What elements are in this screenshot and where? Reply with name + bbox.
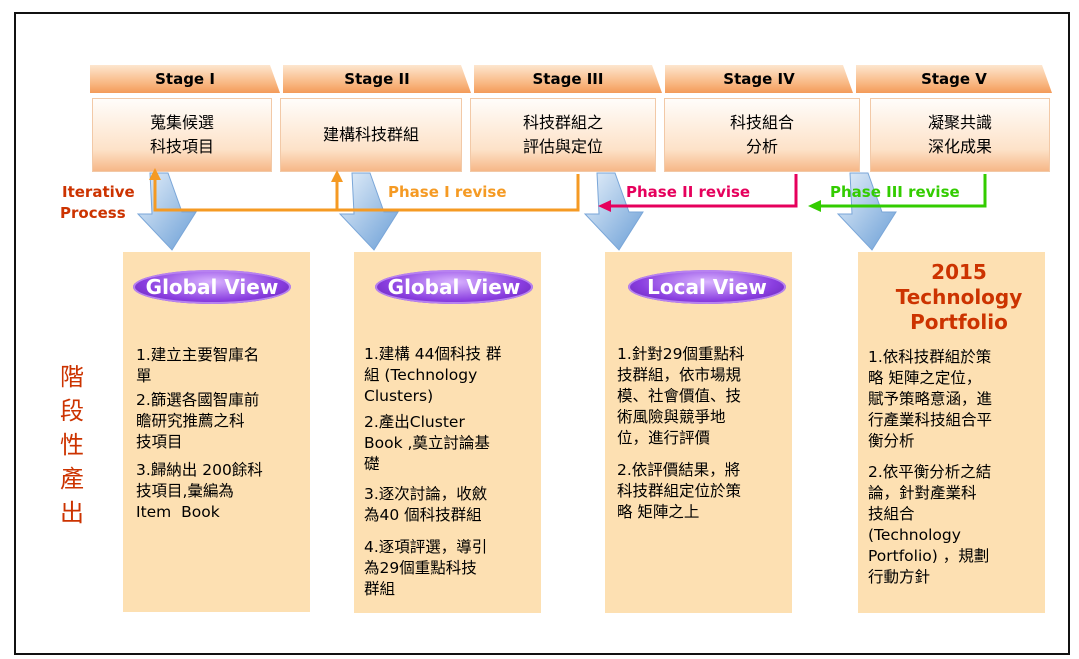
stage-2-line1: 建構科技群組: [322, 125, 419, 144]
phase2-connector: [610, 174, 798, 208]
item-text: 產出Cluster Book ,奠立討論基 礎: [364, 413, 490, 473]
item-text: 依評價結果，將 科技群組定位於策 略 矩陣之上: [617, 461, 742, 521]
item-text: 逐項評選，導引 為29個重點科技 群組: [364, 538, 488, 598]
panel2-item-4: 4.逐項評選，導引 為29個重點科技 群組: [364, 537, 487, 600]
panel-stage-2: [354, 252, 541, 613]
panel2-item-2: 2.產出Cluster Book ,奠立討論基 礎: [364, 412, 490, 475]
vertical-char: 性: [60, 431, 84, 459]
item-text: 歸納出 200餘科 技項目,彙編為 Item Book: [136, 461, 263, 521]
phase1-arrowhead-mid: [331, 170, 343, 182]
vertical-char: 產: [60, 465, 84, 493]
stage-3-line1: 科技群組之: [522, 113, 603, 132]
item-num: 2.: [617, 461, 632, 479]
panel4-item-2: 2.依平衡分析之結 論，針對產業科 技組合 (Technology Portfo…: [868, 462, 991, 588]
portfolio-heading: 2015 Technology Portfolio: [866, 260, 1052, 335]
stage-4-line1: 科技組合: [729, 113, 794, 132]
stage-tab-3: Stage III: [474, 65, 662, 93]
stage-1-line1: 蒐集候選: [149, 113, 214, 132]
stage-box-4: 科技組合分析: [664, 98, 860, 172]
stage-tab-2: Stage II: [283, 65, 471, 93]
item-num: 2.: [136, 391, 151, 409]
local-view-pill: Local View: [628, 270, 786, 304]
item-num: 3.: [364, 485, 379, 503]
phase1-label: Phase I revise: [388, 183, 507, 201]
portfolio-line2: Technology: [895, 285, 1023, 309]
stage-5-line2: 深化成果: [927, 137, 992, 156]
stage-box-3: 科技群組之評估與定位: [470, 98, 656, 172]
panel-stage-4: [858, 252, 1045, 613]
item-num: 2.: [868, 463, 883, 481]
portfolio-line3: Portfolio: [910, 310, 1008, 334]
phase1-arrowhead-left: [149, 168, 161, 180]
item-text: 針對29個重點科 技群組，依市場規 模、社會價值、技 術風險與競爭地 位，進行評…: [617, 345, 745, 447]
panel1-item-1: 1.建立主要智庫名 單: [136, 345, 259, 387]
portfolio-line1: 2015: [931, 260, 987, 284]
stage-1-line2: 科技項目: [149, 137, 214, 156]
panel3-item-2: 2.依評價結果，將 科技群組定位於策 略 矩陣之上: [617, 460, 741, 523]
item-num: 1.: [364, 345, 379, 363]
item-text: 依科技群組於策 略 矩陣之定位， 賦予策略意涵，進 行產業科技組合平 衡分析: [868, 348, 993, 450]
stage-box-1: 蒐集候選科技項目: [92, 98, 272, 172]
item-num: 1.: [617, 345, 632, 363]
stage-5-line1: 凝聚共識: [927, 113, 992, 132]
iterative-label-2: Process: [60, 204, 126, 222]
panel1-item-2: 2.篩選各國智庫前 瞻研究推薦之科 技項目: [136, 390, 259, 453]
item-num: 1.: [868, 348, 883, 366]
item-text: 篩選各國智庫前 瞻研究推薦之科 技項目: [136, 391, 260, 451]
vertical-char: 段: [60, 397, 84, 425]
item-num: 4.: [364, 538, 379, 556]
panel-stage-1: [123, 252, 310, 612]
stage-tab-4: Stage IV: [665, 65, 853, 93]
panel-stage-3: [605, 252, 792, 613]
vertical-label: 階 段 性 產 出: [60, 360, 84, 530]
vertical-char: 出: [60, 499, 84, 527]
phase3-connector: [820, 174, 987, 208]
phase2-arrowhead: [598, 200, 611, 212]
stage-3-line2: 評估與定位: [522, 137, 603, 156]
item-text: 建立主要智庫名 單: [136, 346, 260, 385]
item-text: 依平衡分析之結 論，針對產業科 技組合 (Technology Portfoli…: [868, 463, 992, 586]
item-text: 逐次討論，收斂 為40 個科技群組: [364, 485, 488, 524]
down-arrow-3: [583, 172, 644, 251]
panel3-item-1: 1.針對29個重點科 技群組，依市場規 模、社會價值、技 術風險與競爭地 位，進…: [617, 344, 745, 449]
panel2-item-1: 1.建構 44個科技 群 組 (Technology Clusters): [364, 344, 501, 407]
global-view-pill-1: Global View: [133, 270, 291, 304]
stage-4-line2: 分析: [745, 137, 778, 156]
phase2-label: Phase II revise: [626, 183, 751, 201]
global-view-pill-2: Global View: [375, 270, 533, 304]
stage-tab-5: Stage V: [856, 65, 1052, 93]
stage-box-2: 建構科技群組: [280, 98, 462, 172]
phase3-label: Phase III revise: [830, 183, 960, 201]
down-arrow-4: [836, 172, 897, 251]
stage-box-5: 凝聚共識深化成果: [870, 98, 1050, 172]
vertical-char: 階: [60, 363, 84, 391]
stage-tab-1: Stage I: [90, 65, 280, 93]
phase1-connector: [153, 174, 580, 212]
slide-frame: [14, 12, 1070, 655]
panel4-item-1: 1.依科技群組於策 略 矩陣之定位， 賦予策略意涵，進 行產業科技組合平 衡分析: [868, 347, 992, 452]
panel2-item-3: 3.逐次討論，收斂 為40 個科技群組: [364, 484, 487, 526]
phase3-arrowhead: [808, 200, 821, 212]
item-num: 1.: [136, 346, 151, 364]
panel1-item-3: 3.歸納出 200餘科 技項目,彙編為 Item Book: [136, 460, 263, 523]
item-num: 2.: [364, 413, 379, 431]
item-num: 3.: [136, 461, 151, 479]
iterative-label-1: Iterative: [62, 183, 135, 201]
item-text: 建構 44個科技 群 組 (Technology Clusters): [364, 345, 502, 405]
